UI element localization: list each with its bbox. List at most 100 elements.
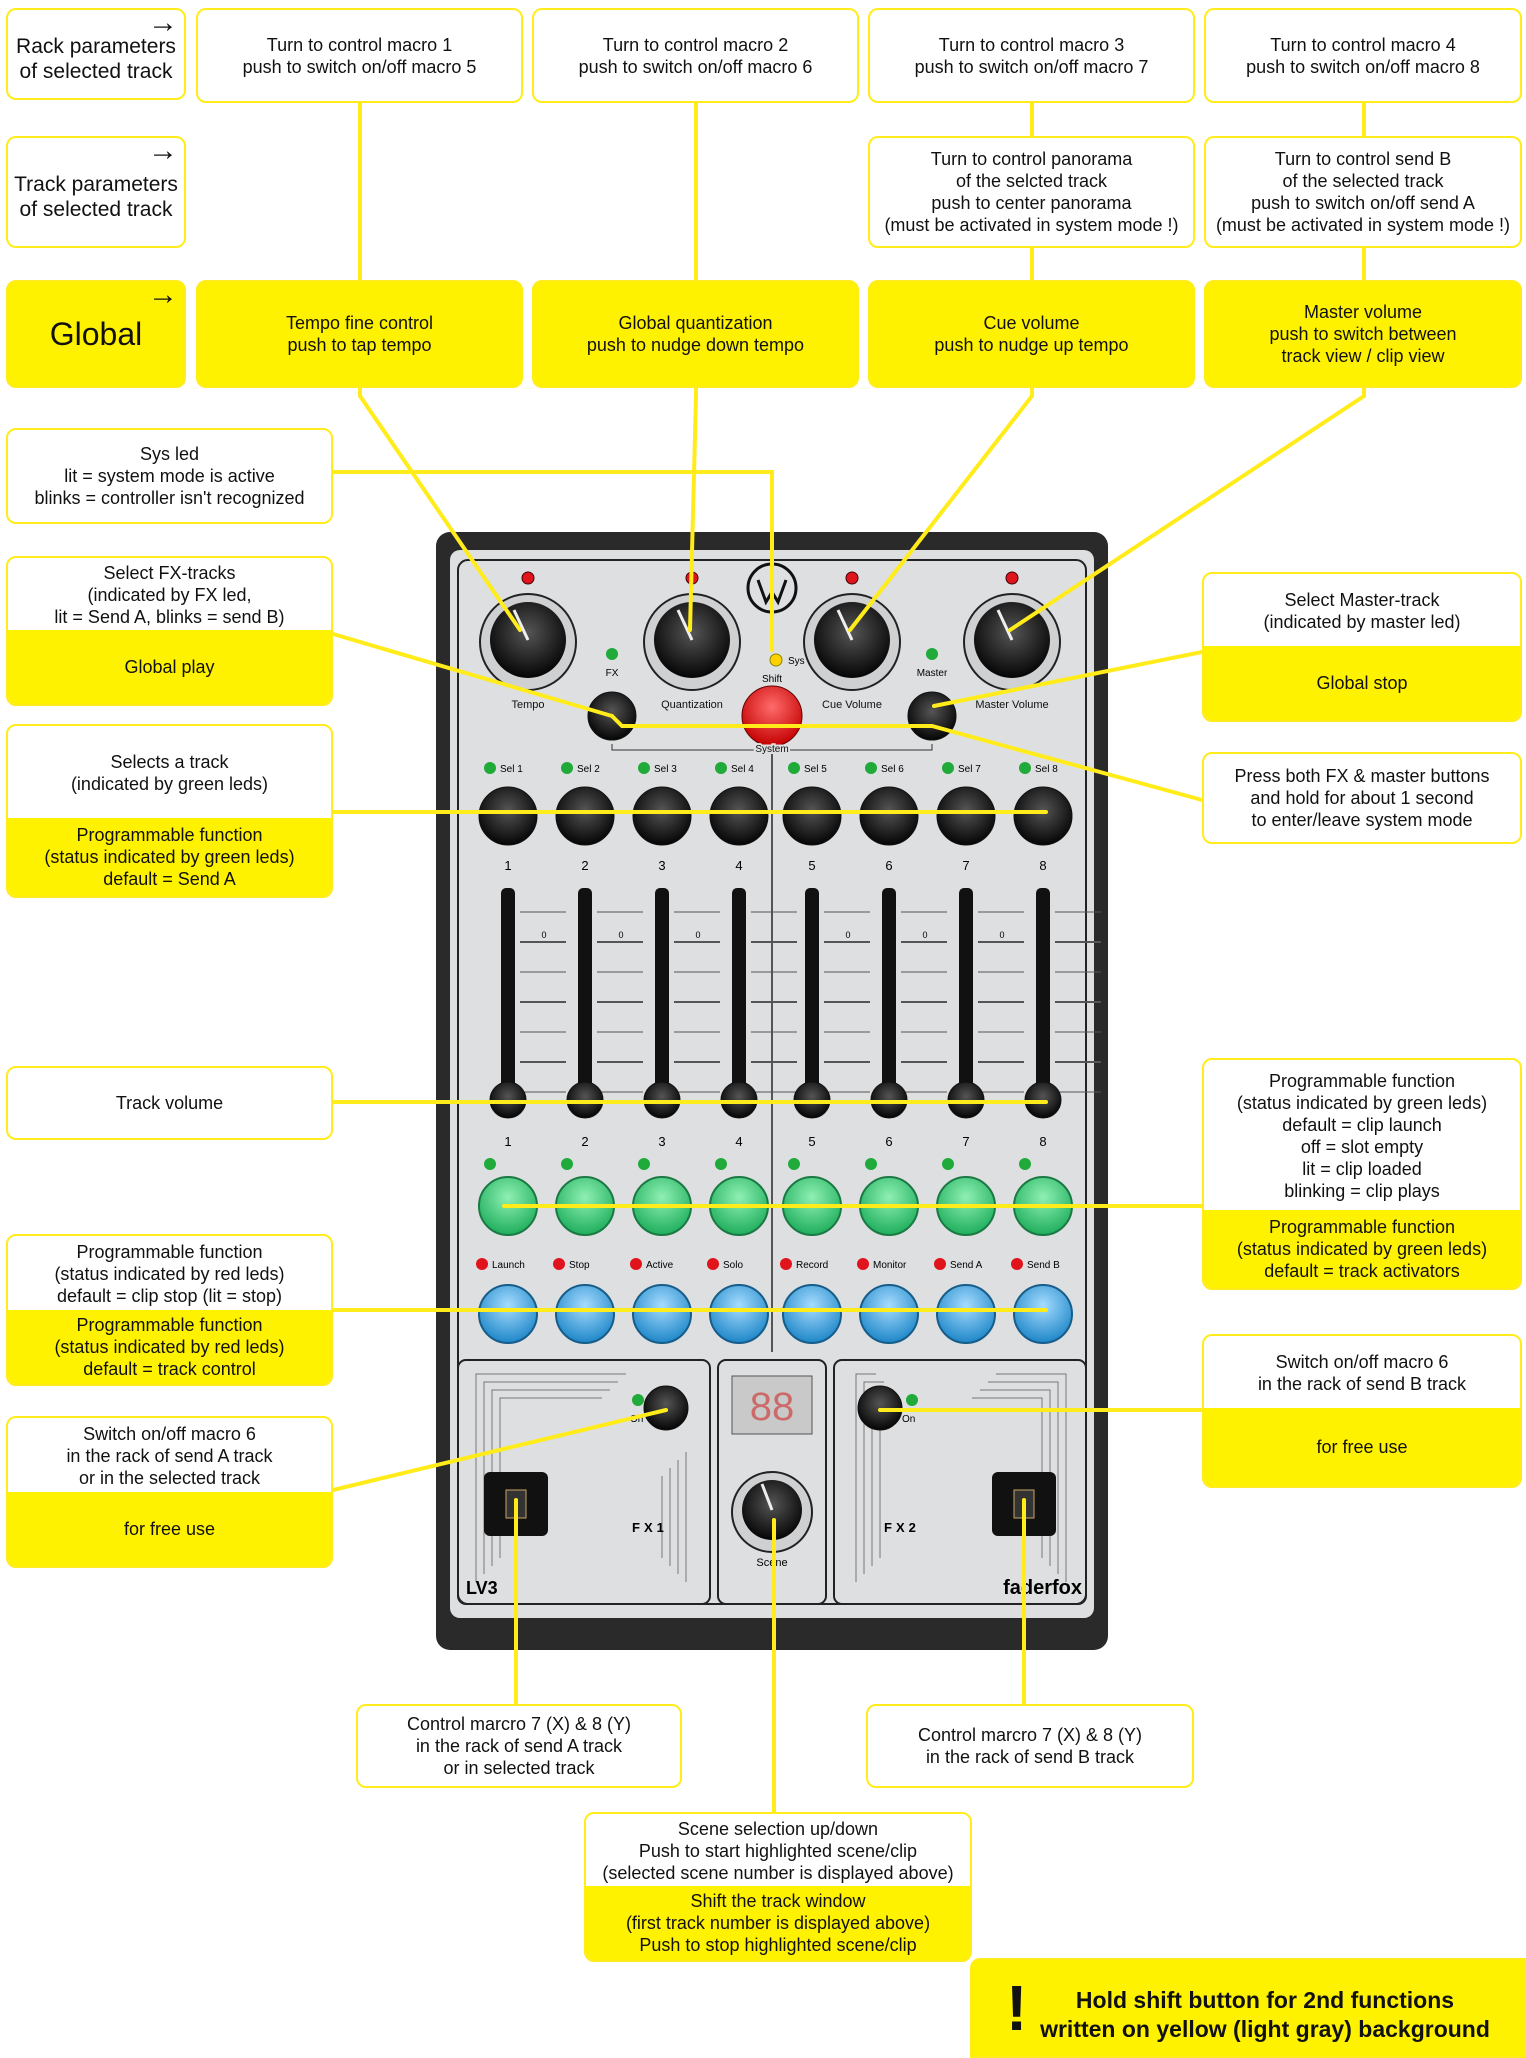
track-number: 8 [1039, 1134, 1046, 1149]
sel-label: Sel 2 [577, 764, 600, 775]
volume-fader-7[interactable] [947, 1081, 985, 1119]
clip-launch-button[interactable] [859, 1176, 919, 1236]
select-button-2[interactable] [555, 786, 615, 846]
fx2-on-button[interactable] [857, 1385, 903, 1431]
track-number: 3 [658, 858, 665, 873]
track-number: 4 [735, 858, 742, 873]
box-line: lit = system mode is active [64, 466, 275, 486]
sel-label: Sel 3 [654, 764, 677, 775]
volume-fader-4[interactable] [720, 1081, 758, 1119]
box-line: (indicated by green leds) [70, 774, 269, 794]
box-line: Turn to control macro 1 [266, 34, 453, 55]
fx1-on-button[interactable] [643, 1385, 689, 1431]
track-control-button[interactable] [632, 1284, 692, 1344]
clip-launch-button[interactable] [1013, 1176, 1073, 1236]
track-control-button[interactable] [478, 1284, 538, 1344]
volume-fader-6[interactable] [870, 1081, 908, 1119]
clip-launch-button[interactable] [478, 1176, 538, 1236]
volume-fader-1[interactable] [489, 1081, 527, 1119]
box-line: push to switch on/off macro 8 [1246, 56, 1480, 77]
track-control-button[interactable] [709, 1284, 769, 1344]
box-line: Push to start highlighted scene/clip [638, 1841, 918, 1861]
track-number: 7 [962, 1134, 969, 1149]
volume-fader-3[interactable] [643, 1081, 681, 1119]
box-line: push to center panorama [931, 193, 1132, 213]
function-led [780, 1258, 792, 1270]
function-led [857, 1258, 869, 1270]
clip-launch-button[interactable] [709, 1176, 769, 1236]
fader-slot [882, 888, 896, 1110]
box-line: Selects a track [110, 752, 229, 772]
knob-indicator [760, 1483, 774, 1511]
zero-mark: 0 [922, 930, 927, 940]
clip-launch-button[interactable] [782, 1176, 842, 1236]
sel-label: Sel 8 [1035, 764, 1058, 775]
select-button-1[interactable] [478, 786, 538, 846]
function-label: Send B [1027, 1260, 1060, 1271]
fader-slot [732, 888, 746, 1110]
volume-fader-2[interactable] [566, 1081, 604, 1119]
knob-label: Quantization [661, 699, 723, 711]
box-line: push to switch on/off macro 7 [914, 56, 1149, 77]
box-line: Turn to control macro 3 [938, 34, 1125, 55]
box-line: Programmable function [76, 1242, 263, 1262]
clip-led [1019, 1158, 1031, 1170]
track-number: 5 [808, 1134, 815, 1149]
track-control-button[interactable] [936, 1284, 996, 1344]
select-button-6[interactable] [859, 786, 919, 846]
function-label: Stop [569, 1260, 590, 1271]
on-label: On [630, 1414, 643, 1425]
track-control-button[interactable] [1013, 1284, 1073, 1344]
track-control-button[interactable] [555, 1284, 615, 1344]
box-line: (must be activated in system mode !) [884, 215, 1179, 235]
shift-button[interactable] [741, 685, 803, 747]
track-volume-box: Track volume [6, 1066, 333, 1140]
volume-fader-8[interactable] [1024, 1081, 1062, 1119]
box-line: Global stop [1316, 673, 1408, 693]
zero-mark: 0 [618, 930, 623, 940]
box-line: Programmable function [1268, 1217, 1456, 1237]
clip-led [942, 1158, 954, 1170]
track-control-button[interactable] [859, 1284, 919, 1344]
sel-label: Sel 6 [881, 764, 904, 775]
box-line: Select FX-tracks [103, 563, 236, 583]
scene-display-digits: 88 [750, 1385, 795, 1429]
clip-launch-button[interactable] [632, 1176, 692, 1236]
sel-led [1019, 762, 1031, 774]
select-button-8[interactable] [1013, 786, 1073, 846]
select-button-7[interactable] [936, 786, 996, 846]
clip-launch-button[interactable] [555, 1176, 615, 1236]
clip-launch-button[interactable] [936, 1176, 996, 1236]
row-label-line: Track parameters [14, 173, 178, 196]
fader-slot [1036, 888, 1050, 1110]
master-led [926, 648, 938, 660]
fx-select-box: Select FX-tracks(indicated by FX led,lit… [6, 556, 333, 706]
sel-label: Sel 7 [958, 764, 981, 775]
box-line: Select Master-track [1284, 590, 1440, 610]
box-line: (indicated by FX led, [87, 585, 252, 605]
volume-fader-5[interactable] [793, 1081, 831, 1119]
function-led [1011, 1258, 1023, 1270]
box-line: push to switch on/off macro 5 [242, 56, 477, 77]
function-label: Send A [950, 1260, 983, 1271]
note-line: written on yellow (light gray) backgroun… [1040, 2016, 1490, 2042]
select-button-5[interactable] [782, 786, 842, 846]
master-button[interactable] [907, 691, 957, 741]
box-line: to enter/leave system mode [1251, 810, 1473, 830]
right-arrow-icon: → [148, 136, 178, 167]
function-label: Monitor [873, 1260, 907, 1271]
select-button-3[interactable] [632, 786, 692, 846]
fader-slot [959, 888, 973, 1110]
fx-button[interactable] [587, 691, 637, 741]
track-number: 5 [808, 858, 815, 873]
knob-led-2 [685, 571, 699, 585]
select-button-4[interactable] [709, 786, 769, 846]
on-label: On [902, 1414, 915, 1425]
box-line: Shift the track window [690, 1891, 866, 1911]
box-line: default = clip launch [1282, 1115, 1442, 1135]
row-label-line: of selected track [19, 60, 173, 83]
track-control-button[interactable] [782, 1284, 842, 1344]
